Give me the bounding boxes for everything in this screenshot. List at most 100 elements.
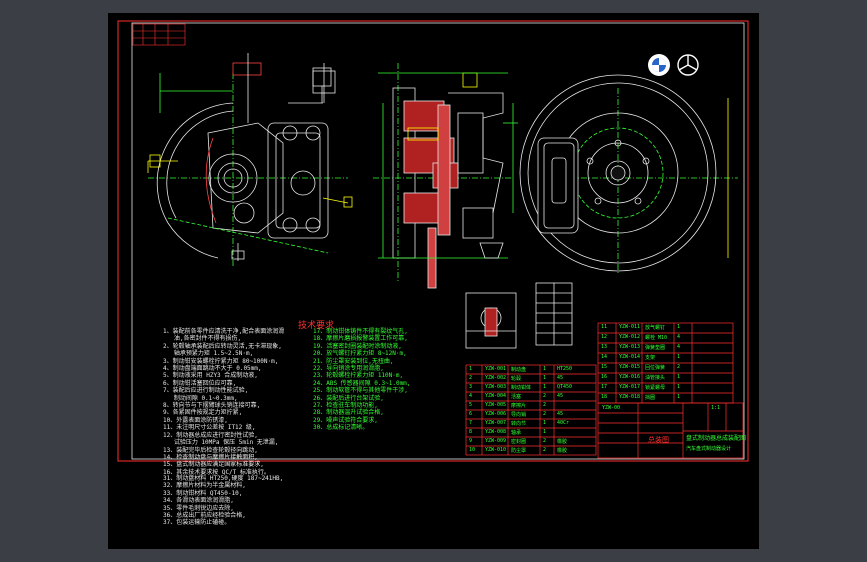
tech-requirements-bottom: 31、制动盘材料 HT250,硬度 187~241HB,32、摩擦片材料为半金属… bbox=[163, 475, 283, 527]
parts-list-cell: 45 bbox=[557, 375, 564, 381]
parts-list-cell: 橡胶 bbox=[557, 439, 568, 445]
parts-list-table-upper bbox=[597, 322, 734, 404]
parts-list-cell: 1 bbox=[469, 366, 473, 372]
parts-list-cell: YZW-005 bbox=[485, 402, 507, 408]
parts-list-cell: 2 bbox=[543, 438, 547, 444]
tech-requirement-line: 14、检查制动盘与摩擦片接触面积, bbox=[163, 453, 258, 461]
parts-list-cell: 橡胶 bbox=[557, 448, 568, 454]
parts-list-cell: 4 bbox=[677, 334, 681, 340]
parts-list-cell: 弹簧垫圈 bbox=[645, 345, 666, 351]
tech-requirement-line: 13、装配完毕后检查轮毂径向跳动, bbox=[163, 446, 258, 454]
parts-list-cell: 活塞 bbox=[511, 394, 522, 400]
tech-requirement-line: 8、转向节与下摆臂球头销连接可靠, bbox=[163, 402, 261, 410]
tech-requirement-line: 3、制动钳安装螺栓拧紧力矩 80~100N·m, bbox=[163, 357, 279, 365]
tech-requirement-line: 7、装配后应进行制动性能试验, bbox=[163, 387, 249, 395]
detail-view-a bbox=[465, 292, 517, 349]
parts-list-cell: 1 bbox=[677, 354, 681, 360]
tech-requirement-line: 27、检查驻车制动功能, bbox=[313, 402, 378, 410]
parts-list-cell: 支架 bbox=[645, 355, 656, 361]
tech-requirement-line: 17、制动钳体铸件不得有裂纹气孔, bbox=[313, 328, 408, 335]
title-block-name: 盘式制动器总成装配图 bbox=[686, 435, 747, 442]
parts-list-cell: YZW-003 bbox=[485, 384, 507, 390]
parts-list-cell: YZW-002 bbox=[485, 375, 507, 381]
parts-list-cell: 摩擦片 bbox=[511, 403, 527, 409]
tech-requirement-line: 5、制动液采用 HZY3 合成制动液, bbox=[163, 372, 258, 380]
cad-drawing-canvas bbox=[117, 20, 749, 462]
parts-list-cell: 转向节 bbox=[511, 421, 527, 427]
title-block-stamp: 总装图 bbox=[648, 436, 669, 444]
parts-list-cell: 密封圈 bbox=[511, 439, 527, 445]
parts-list-cell: 锁紧螺母 bbox=[645, 385, 666, 391]
tech-requirement-line: 油,各密封件不得有损伤, bbox=[163, 335, 242, 343]
parts-list-cell: YZW-015 bbox=[619, 364, 641, 370]
parts-list-cell: 轴承 bbox=[511, 430, 522, 436]
parts-list-cell: YZW-006 bbox=[485, 411, 507, 417]
parts-list-cell: YZW-011 bbox=[619, 324, 641, 330]
parts-list-cell: 1 bbox=[677, 384, 681, 390]
parts-list-cell: 1 bbox=[543, 420, 547, 426]
parts-list-cell: 放气螺钉 bbox=[645, 325, 666, 331]
parts-list-cell: 13 bbox=[601, 344, 608, 350]
parts-list-cell: 8 bbox=[469, 429, 473, 435]
parts-list-cell: 4 bbox=[677, 344, 681, 350]
tech-requirement-line: 35、零件毛刺锐边应去除, bbox=[163, 504, 234, 512]
left-view-disc-caliper bbox=[147, 53, 353, 268]
parts-list-cell: 18 bbox=[601, 394, 608, 400]
middle-section-view bbox=[373, 63, 518, 289]
parts-list-cell: 3 bbox=[469, 384, 473, 390]
inner-border bbox=[131, 22, 745, 460]
parts-list-cell: 制动盘 bbox=[511, 367, 527, 373]
tech-requirement-line: 31、制动盘材料 HT250,硬度 187~241HB, bbox=[163, 475, 284, 482]
parts-list-cell: 1 bbox=[677, 374, 681, 380]
tech-requirement-line: 20、放气螺钉拧紧力矩 8~12N·m, bbox=[313, 350, 407, 358]
parts-list-cell: YZW-001 bbox=[485, 366, 507, 372]
parts-list-cell: 1 bbox=[543, 429, 547, 435]
parts-list-cell: 1 bbox=[543, 366, 547, 372]
parts-list-cell: YZW-014 bbox=[619, 354, 641, 360]
parts-list-cell: YZW-018 bbox=[619, 394, 641, 400]
parts-list-cell: 2 bbox=[543, 393, 547, 399]
tech-requirement-line: 21、防尘罩安装到位,无扭曲, bbox=[313, 357, 394, 365]
parts-list-cell: YZW-004 bbox=[485, 393, 507, 399]
parts-list-cell: 12 bbox=[601, 334, 608, 340]
parts-list-cell: 2 bbox=[469, 375, 473, 381]
parts-list-cell: 9 bbox=[469, 438, 473, 444]
parts-list-cell: 挡圈 bbox=[645, 395, 656, 401]
bmw-logo-icon bbox=[648, 54, 670, 76]
parts-list-cell: QT450 bbox=[557, 384, 573, 390]
tech-requirement-line: 29、噪声试验符合要求, bbox=[313, 416, 378, 424]
parts-list-cell: 40Cr bbox=[557, 420, 570, 426]
parts-list-cell: 1 bbox=[677, 324, 681, 330]
parts-list-cell: HT250 bbox=[557, 366, 573, 372]
tech-requirement-line: 36、总成出厂前应经检验合格, bbox=[163, 512, 246, 520]
parts-list-cell: YZW-013 bbox=[619, 344, 641, 350]
parts-list-cell: 2 bbox=[543, 411, 547, 417]
tech-requirement-line: 4、制动盘端面跳动不大于 0.05mm, bbox=[163, 365, 262, 373]
tech-requirement-line: 10、外露表面涂防锈漆, bbox=[163, 416, 228, 424]
parts-list-cell: 2 bbox=[677, 364, 681, 370]
tech-requirement-line: 30、总成标记清晰。 bbox=[313, 424, 369, 432]
tech-requirement-line: 2、轮毂轴承装配后应转动灵活,无卡滞现象, bbox=[163, 342, 282, 350]
parts-list-cell: 10 bbox=[469, 447, 476, 453]
parts-list-cell: 7 bbox=[469, 420, 473, 426]
parts-list-cell: 6 bbox=[469, 411, 473, 417]
parts-list-cell: 回位弹簧 bbox=[645, 365, 666, 371]
parts-list-cell: 17 bbox=[601, 384, 608, 390]
tech-requirement-line: 32、摩擦片材料为半金属材料, bbox=[163, 482, 246, 490]
parts-list-cell: 制动钳体 bbox=[511, 385, 532, 391]
corner-revision-table bbox=[132, 23, 186, 46]
parts-list-cell: YZW-008 bbox=[485, 429, 507, 435]
parts-list-cell: 导向销 bbox=[511, 412, 527, 418]
parts-list-cell: YZW-009 bbox=[485, 438, 507, 444]
tech-requirement-line: 24、ABS 传感器间隙 0.3~1.0mm, bbox=[313, 379, 411, 387]
parts-list-cell: 11 bbox=[601, 324, 608, 330]
parts-list-cell: 1 bbox=[677, 394, 681, 400]
parts-list-cell: YZW-017 bbox=[619, 384, 641, 390]
tech-requirement-line: 制动间隙 0.1~0.3mm, bbox=[163, 394, 238, 402]
parts-list-cell: 2 bbox=[543, 402, 547, 408]
parts-list-cell: 45 bbox=[557, 393, 564, 399]
title-block-drawing-no: YZW-00 bbox=[602, 405, 621, 411]
tech-requirement-line: 15、盘式制动器应满足国家标准要求, bbox=[163, 461, 264, 469]
parts-list-cell: 4 bbox=[469, 393, 473, 399]
tech-requirement-line: 16、其余技术要求按 QC/T 标准执行。 bbox=[163, 468, 270, 476]
